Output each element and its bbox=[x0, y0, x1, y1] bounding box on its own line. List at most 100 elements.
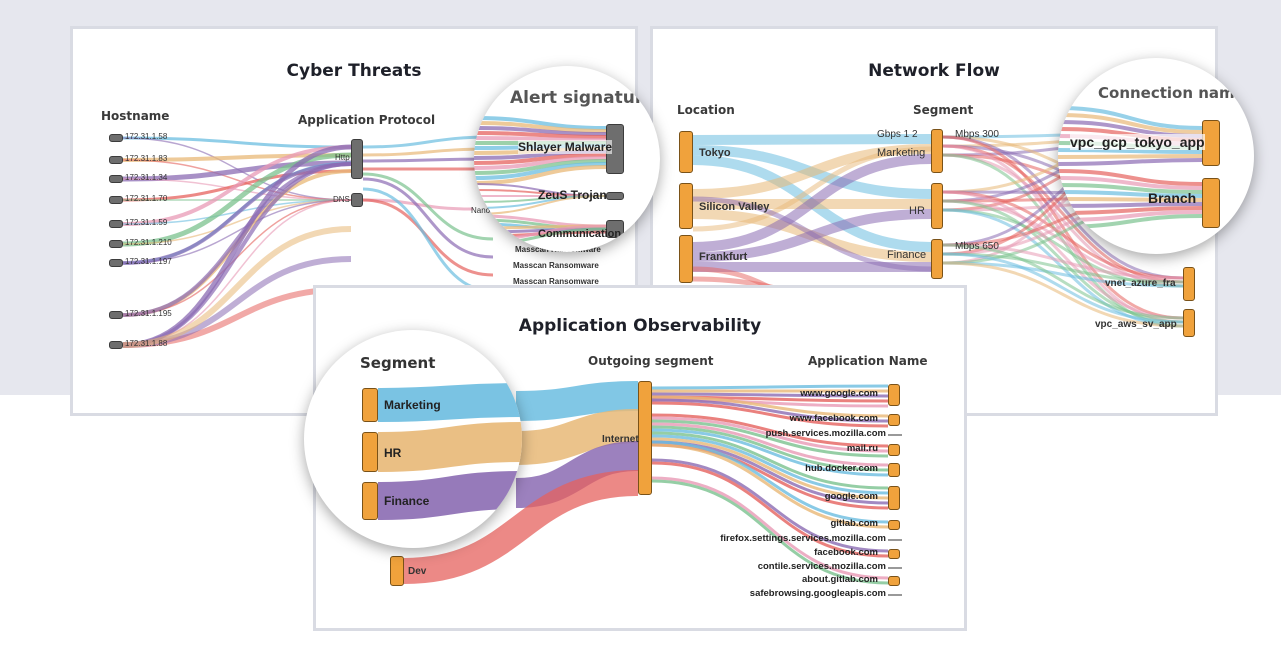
segment-internet-flow bbox=[403, 470, 639, 584]
host-flow-dns bbox=[122, 178, 352, 201]
host-flow-http bbox=[122, 160, 352, 182]
alert-label-masscan-3: Masscan Ransomware bbox=[513, 277, 599, 286]
segment-connection-flow bbox=[942, 190, 1184, 320]
lens-flow bbox=[1058, 158, 1203, 166]
location-header: Location bbox=[677, 103, 735, 117]
segment-node-dev bbox=[390, 556, 404, 586]
application-label: hub.docker.com bbox=[805, 463, 878, 474]
segment-connection-flow bbox=[942, 243, 1184, 280]
rate-label-mbps-650: Mbps 650 bbox=[955, 241, 999, 252]
alert-label-nanoco: NanoCo bbox=[471, 206, 501, 215]
host-flow-red bbox=[122, 226, 352, 348]
lens-flow bbox=[474, 195, 607, 215]
connection-node-vnet-azure-fra bbox=[1183, 267, 1195, 301]
location-label-tokyo: Tokyo bbox=[699, 147, 731, 159]
location-segment-flow bbox=[692, 134, 932, 145]
segment-label-marketing: Marketing bbox=[877, 147, 926, 159]
location-label-frankfurt: Frankfurt bbox=[699, 251, 748, 263]
internet-app-flow bbox=[651, 425, 889, 472]
protocol-node-http bbox=[351, 139, 363, 179]
lens-flow bbox=[474, 121, 607, 133]
connection-name-zoom-lens: Connection name vpc_gcp_tokyo_app Branch bbox=[1058, 58, 1254, 254]
lens-flow bbox=[474, 162, 607, 180]
segment-label-finance: Finance bbox=[887, 249, 927, 261]
segment-node-marketing bbox=[931, 129, 943, 173]
lens-flow bbox=[1058, 106, 1203, 130]
protocol-alert-flow bbox=[362, 157, 494, 163]
host-label: 172.31.1.58 bbox=[125, 132, 168, 141]
segment-internet-flow bbox=[515, 409, 639, 465]
protocol-alert-flow bbox=[362, 147, 494, 157]
segment-label-hr: HR bbox=[909, 205, 925, 217]
app-flows bbox=[403, 381, 902, 596]
host-flow-dns bbox=[122, 199, 352, 245]
host-label: 172.31.1.59 bbox=[125, 218, 168, 227]
lens-flow bbox=[474, 165, 607, 185]
application-label: www.google.com bbox=[800, 388, 878, 399]
connection-label-vpc-gcp-tokyo: vpc_gcp_tokyo_app bbox=[1070, 134, 1205, 150]
lens-flow bbox=[474, 156, 607, 170]
lens-flow bbox=[474, 153, 607, 165]
lens-flow bbox=[1058, 210, 1203, 222]
lens-flow bbox=[1058, 154, 1203, 159]
alert-node-zeus bbox=[606, 192, 624, 200]
lens-flow bbox=[1058, 183, 1203, 194]
network-flow-title: Network Flow bbox=[868, 61, 1000, 81]
segment-label-hr-zoom: HR bbox=[384, 446, 402, 460]
application-node bbox=[888, 576, 900, 586]
outgoing-segment-header: Outgoing segment bbox=[588, 354, 714, 368]
internet-app-flow bbox=[651, 443, 889, 529]
connection-label-branch: Branch bbox=[1148, 190, 1197, 206]
protocol-label-http: Http bbox=[335, 153, 350, 162]
application-node bbox=[888, 444, 900, 456]
location-node-tokyo bbox=[679, 131, 693, 173]
connection-name-header: Connection name bbox=[1098, 84, 1245, 102]
host-node bbox=[109, 196, 123, 204]
segment-connection-flow bbox=[942, 252, 1184, 324]
hostname-header: Hostname bbox=[101, 109, 170, 123]
protocol-node-dns bbox=[351, 193, 363, 207]
app-observability-title: Application Observability bbox=[518, 316, 762, 336]
host-label: 172.31.1.83 bbox=[125, 154, 168, 163]
location-node-frankfurt bbox=[679, 235, 693, 283]
internet-app-flow bbox=[651, 392, 889, 398]
internet-app-flow bbox=[651, 461, 889, 558]
lens-flow bbox=[1058, 169, 1203, 186]
segment-connection-flow bbox=[942, 252, 1184, 284]
segment-connection-flow bbox=[942, 208, 1184, 288]
location-node-silicon-valley bbox=[679, 183, 693, 229]
host-label: 172.31.1.70 bbox=[125, 194, 168, 203]
internet-app-flow bbox=[651, 422, 889, 467]
segment-node-hr bbox=[931, 183, 943, 229]
segment-label-marketing-zoom: Marketing bbox=[384, 398, 441, 412]
application-node bbox=[888, 414, 900, 426]
internet-app-flow bbox=[651, 401, 889, 428]
internet-app-flow bbox=[651, 479, 889, 585]
segment-label-finance-zoom: Finance bbox=[384, 494, 430, 508]
host-node bbox=[109, 259, 123, 267]
internet-app-flow bbox=[651, 416, 889, 453]
application-node bbox=[888, 486, 900, 510]
lens-flow bbox=[377, 422, 522, 472]
lens-flow bbox=[1058, 202, 1203, 208]
segment-label-dev: Dev bbox=[408, 566, 427, 577]
lens-flow bbox=[1058, 197, 1203, 202]
protocol-header: Application Protocol bbox=[298, 113, 436, 127]
alert-label-masscan-2: Masscan Ransomware bbox=[513, 261, 599, 270]
segment-connection-flow bbox=[942, 199, 1184, 284]
host-flow-http bbox=[122, 136, 352, 149]
location-flow-extra bbox=[692, 146, 932, 232]
application-name-header: Application Name bbox=[808, 354, 928, 368]
application-label: push.services.mozilla.com bbox=[765, 428, 886, 439]
lens-flow bbox=[377, 471, 522, 520]
internet-app-flow bbox=[651, 431, 889, 490]
connection-node-vpc-gcp-tokyo bbox=[1202, 120, 1220, 166]
segment-connection-flow bbox=[942, 261, 1184, 328]
host-label: 172.31.1.197 bbox=[125, 257, 172, 266]
location-segment-flow bbox=[692, 154, 932, 252]
internet-app-flow bbox=[651, 428, 889, 477]
lens-flow bbox=[1058, 190, 1203, 198]
lens-flow bbox=[474, 159, 607, 175]
segment-internet-flow bbox=[515, 381, 639, 421]
segment-connection-flow bbox=[942, 243, 1184, 320]
